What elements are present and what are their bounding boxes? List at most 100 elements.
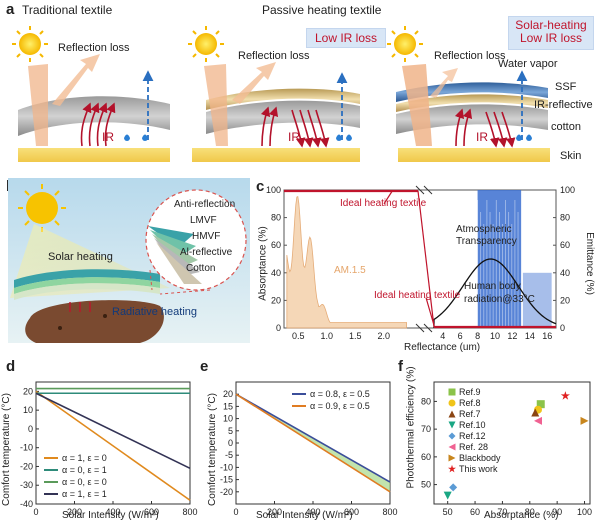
panel-e-letter: e [200, 358, 209, 375]
legend-label: Ref.9 [459, 387, 481, 397]
layer-label: Cotton [186, 263, 216, 274]
ideal-step-line [417, 190, 435, 328]
x-tick: 6 [458, 331, 463, 341]
traditional-textile-scene [12, 26, 170, 162]
title-passive: Passive heating textile [262, 3, 382, 17]
y-tick-label: -20 [20, 461, 33, 471]
series-line [235, 393, 391, 493]
y-tick-label: 20 [23, 386, 33, 396]
series-line [35, 392, 191, 470]
point-marker [580, 416, 589, 425]
legend-label: This work [459, 464, 498, 474]
y-tick-label: 5 [228, 426, 233, 436]
textile-illustration [8, 178, 250, 343]
x-tick: 10 [490, 331, 500, 341]
sun-icon [394, 33, 416, 55]
y-tick-label: -15 [220, 475, 233, 485]
y-tick-label: -30 [20, 480, 33, 490]
point-marker [531, 408, 540, 417]
x-tick: 16 [542, 331, 552, 341]
y-tick-left: 80 [271, 213, 281, 223]
y-tick-right: 80 [560, 213, 570, 223]
axis-break [415, 185, 425, 195]
point-marker [448, 454, 456, 462]
x-tick-label: 0 [33, 507, 38, 517]
legend-label: α = 1, ε = 1 [62, 489, 107, 499]
layer-label: LMVF [190, 215, 217, 226]
x-tick: 4 [440, 331, 445, 341]
legend-label: Ref. 28 [459, 442, 488, 452]
am15-label: AM.1.5 [334, 265, 366, 276]
x-tick-label: 100 [577, 507, 592, 517]
body-label-1: Human body [464, 281, 521, 292]
panel-a-letter: a [6, 1, 15, 18]
y-tick-label: 15 [223, 401, 233, 411]
y-tick-right: 20 [560, 295, 570, 305]
x-tick: 1.0 [321, 331, 334, 341]
axis-break [415, 323, 425, 333]
layer-label: Al-reflective [180, 247, 233, 258]
arrow-line [425, 297, 435, 326]
point-marker [560, 391, 570, 400]
series-line [235, 393, 391, 483]
layer-cotton-label: cotton [551, 121, 581, 133]
x-tick-label: 600 [144, 507, 159, 517]
x-tick: 8 [475, 331, 480, 341]
point-marker [449, 483, 458, 492]
arrow-line [383, 191, 393, 205]
y-tick-label: 10 [223, 414, 233, 424]
point-marker [448, 464, 456, 473]
reflection-loss-1: Reflection loss [58, 42, 130, 54]
legend-label: Ref.10 [459, 420, 486, 430]
x-tick-label: 800 [382, 507, 397, 517]
c-ylabel-right: Emittance (%) [583, 232, 595, 295]
y-tick-right: 100 [560, 185, 575, 195]
point-marker [448, 399, 456, 407]
y-tick-label: -20 [220, 487, 233, 497]
x-tick: 0.5 [292, 331, 305, 341]
point-marker [448, 421, 456, 429]
ideal-top-label: Ideal heating textile [340, 198, 427, 209]
layer-ssf-label: SSF [555, 81, 577, 93]
point-marker [448, 410, 456, 418]
panel-f-letter: f [398, 358, 403, 375]
y-tick-label: 70 [421, 424, 431, 434]
y-tick-label: 0 [228, 438, 233, 448]
legend-label: Ref.8 [459, 398, 481, 408]
panel-a: a Traditional textile Passive heating te… [0, 0, 600, 175]
d-xlabel: Solar Intensity (W/m²) [62, 510, 159, 521]
solar-heating-text: Solar-heating [515, 18, 587, 32]
panel-b: b S [0, 178, 250, 343]
atmo-label-2: Transparency [456, 236, 517, 247]
body-label-2: radiation@33°C [464, 294, 535, 305]
y-tick-right: 40 [560, 268, 570, 278]
low-ir-loss-text-2: Low IR loss [519, 31, 583, 46]
y-tick-left: 40 [271, 268, 281, 278]
y-tick-label: 0 [28, 424, 33, 434]
layer-irr-label: IR-reflective [534, 99, 593, 111]
y-tick-label: 10 [23, 405, 33, 415]
d-ylabel: Comfort temperature (°C) [0, 393, 12, 506]
axis-break [423, 323, 433, 333]
legend-label: α = 0, ε = 0 [62, 477, 107, 487]
plot-frame [35, 381, 191, 505]
solar-heating-scene [387, 26, 550, 162]
point-marker [536, 400, 545, 409]
x-tick-label: 70 [497, 507, 507, 517]
y-tick-label: -40 [20, 499, 33, 509]
x-tick-label: 400 [305, 507, 320, 517]
point-marker [534, 416, 542, 425]
layer-label: HMVF [192, 231, 221, 242]
x-tick-label: 400 [105, 507, 120, 517]
title-traditional: Traditional textile [22, 3, 113, 17]
x-tick-label: 200 [267, 507, 282, 517]
c-ylabel-left: Absorptance (%) [257, 226, 269, 301]
passive-heating-scene [188, 26, 360, 162]
